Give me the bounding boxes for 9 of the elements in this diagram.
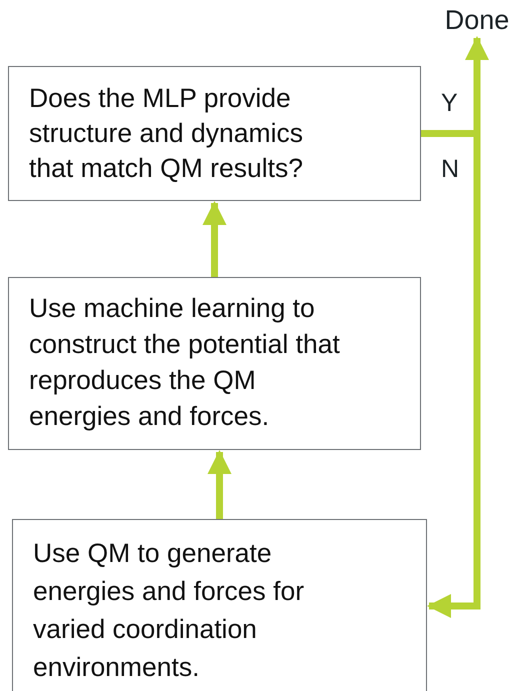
process-box [8, 277, 421, 450]
step-text: Use QM to generate energies and forces for varied coordination environments. [33, 537, 306, 684]
process-box [12, 519, 427, 691]
step-text: Does the MLP provide structure and dynamics that match QM results? [29, 82, 304, 185]
decision-box [8, 66, 421, 201]
arrow [202, 201, 226, 277]
step-text: Use machine learning to construct the potential that reproduces the QM energies and forces. [29, 292, 341, 433]
end-label: Done [437, 4, 516, 36]
arrow [208, 450, 232, 519]
